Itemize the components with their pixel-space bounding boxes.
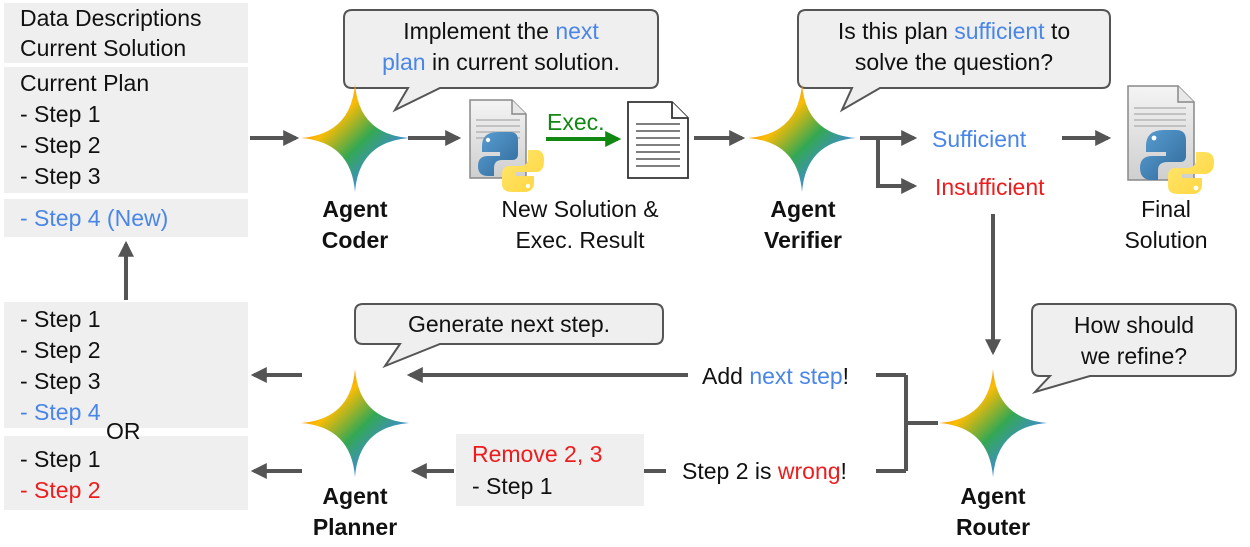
option-b-box: - Step 1 - Step 2 xyxy=(4,436,248,510)
current-plan-title: Current Plan xyxy=(20,70,150,96)
router-agent-icon xyxy=(939,369,1047,477)
coder-bubble-next: next xyxy=(555,18,599,44)
option-a-step-1: - Step 1 xyxy=(20,306,101,332)
remove-steps-remaining: - Step 1 xyxy=(472,473,553,499)
verifier-bubble-sufficient: sufficient xyxy=(954,18,1045,44)
new-step-box: - Step 4 (New) xyxy=(4,199,248,237)
wrong-highlight: wrong xyxy=(777,458,841,484)
remove-steps-box: Remove 2, 3 - Step 1 xyxy=(456,434,644,506)
option-b-step-1: - Step 1 xyxy=(20,446,101,472)
planner-label-line1: Agent xyxy=(322,483,388,509)
router-label: Agent Router xyxy=(940,481,1046,543)
option-a-step-4: - Step 4 xyxy=(20,399,101,425)
step-wrong-text: Step 2 is wrong! xyxy=(682,456,847,487)
coder-bubble-pre: Implement the xyxy=(403,18,556,44)
planner-agent-icon xyxy=(301,369,409,477)
sufficient-label: Sufficient xyxy=(932,126,1027,152)
planner-speech-bubble xyxy=(354,303,664,369)
verifier-bubble-post: to xyxy=(1044,18,1071,44)
option-a-step-3: - Step 3 xyxy=(20,368,101,394)
document-icon xyxy=(627,101,689,179)
verifier-label-line2: Verifier xyxy=(764,227,842,253)
router-label-line2: Router xyxy=(955,514,1031,540)
current-plan-box: Current Plan - Step 1 - Step 2 - Step 3 xyxy=(4,67,248,193)
option-b-step-2: - Step 2 xyxy=(20,477,101,503)
coder-bubble-plan: plan xyxy=(382,49,426,75)
verifier-label-line1: Agent xyxy=(770,196,836,222)
router-bubble-line2: we refine? xyxy=(1080,343,1188,369)
planner-label: Agent Planner xyxy=(296,481,414,543)
coder-label-line1: Agent xyxy=(322,196,388,222)
final-solution-label: Final Solution xyxy=(1110,194,1222,256)
data-descriptions-box: Data Descriptions Current Solution xyxy=(4,3,248,63)
router-branch-bracket xyxy=(876,373,938,473)
router-bubble-text: How should we refine? xyxy=(1034,310,1234,372)
wrong-post: ! xyxy=(840,458,847,484)
remove-steps-label: Remove 2, 3 xyxy=(472,441,603,467)
planner-bubble-text: Generate next step. xyxy=(407,311,610,337)
planner-label-line2: Planner xyxy=(312,514,398,540)
add-next-step-text: Add next step! xyxy=(702,361,849,392)
coder-label-line2: Coder xyxy=(321,227,389,253)
coder-bubble-text: Implement the next plan in current solut… xyxy=(346,16,656,78)
router-label-line1: Agent xyxy=(960,483,1026,509)
router-speech-bubble xyxy=(1031,303,1237,394)
coder-agent-icon xyxy=(301,84,409,192)
add-step-highlight: next step xyxy=(749,363,843,389)
router-bubble-line1: How should xyxy=(1073,312,1195,338)
insufficient-label: Insufficient xyxy=(935,174,1045,200)
final-label-line1: Final xyxy=(1141,196,1191,222)
solution-caption-line2: Exec. Result xyxy=(515,227,645,253)
add-step-post: ! xyxy=(842,363,850,389)
final-label-line2: Solution xyxy=(1124,227,1208,253)
final-python-file-icon xyxy=(1127,85,1214,194)
plan-step-2: - Step 2 xyxy=(20,132,101,158)
solution-caption-line1: New Solution & xyxy=(501,196,659,222)
arrow-to-insufficient xyxy=(876,138,918,194)
or-label: OR xyxy=(106,418,141,444)
plan-step-3: - Step 3 xyxy=(20,163,101,189)
verifier-bubble-pre: Is this plan xyxy=(837,18,955,44)
verifier-bubble-line2: solve the question? xyxy=(854,49,1054,75)
verifier-speech-bubble xyxy=(797,9,1111,113)
plan-step-1: - Step 1 xyxy=(20,101,101,127)
python-file-icon xyxy=(469,99,544,192)
option-a-box: - Step 1 - Step 2 - Step 3 - Step 4 xyxy=(4,302,248,428)
verifier-label: Agent Verifier xyxy=(748,194,858,256)
coder-bubble-post: in current solution. xyxy=(425,49,620,75)
exec-label: Exec. xyxy=(547,109,605,135)
coder-speech-bubble xyxy=(343,9,659,113)
solution-caption: New Solution & Exec. Result xyxy=(478,194,682,256)
data-descriptions-label: Data Descriptions xyxy=(20,5,202,31)
add-step-pre: Add xyxy=(702,363,750,389)
current-solution-label: Current Solution xyxy=(20,35,187,61)
verifier-bubble-text: Is this plan sufficient to solve the que… xyxy=(800,16,1108,78)
option-a-step-2: - Step 2 xyxy=(20,337,101,363)
coder-label: Agent Coder xyxy=(305,194,405,256)
wrong-pre: Step 2 is xyxy=(682,458,778,484)
new-step-label: - Step 4 (New) xyxy=(20,205,169,231)
verifier-agent-icon xyxy=(748,84,856,192)
